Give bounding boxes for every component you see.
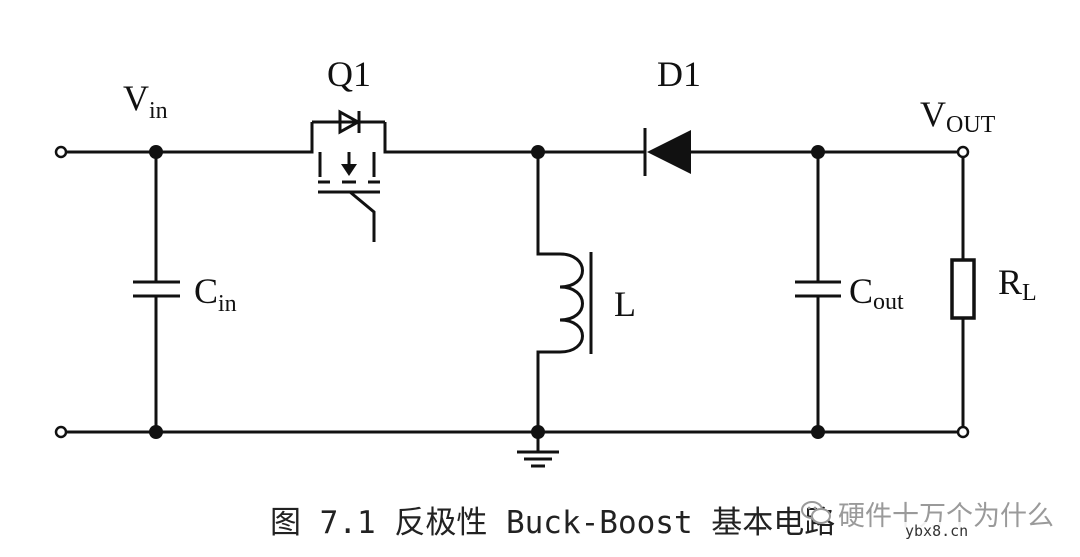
label-cin: Cin: [194, 271, 237, 317]
figure-caption: 图 7.1 反极性 Buck-Boost 基本电路: [270, 505, 836, 541]
ground-symbol: [517, 450, 559, 468]
terminal-vin-top: [54, 145, 68, 159]
terminal-vout-top: [956, 145, 970, 159]
capacitor-cin: [133, 280, 180, 298]
inductor-l: [538, 252, 593, 354]
label-q1: Q1: [327, 54, 371, 94]
label-d1: D1: [657, 54, 701, 94]
label-cout: Cout: [849, 271, 904, 315]
junction-l-top: [531, 145, 545, 159]
junction-l-bottom: [531, 425, 545, 439]
junction-cin-bottom: [149, 425, 163, 439]
label-rl: RL: [998, 262, 1037, 306]
mosfet-arrow: [341, 164, 357, 176]
junction-cout-top: [811, 145, 825, 159]
junction-cout-bottom: [811, 425, 825, 439]
label-inductor: L: [614, 284, 636, 324]
mosfet-q1: [310, 109, 387, 242]
label-vin: Vin: [123, 78, 168, 124]
label-vout: VOUT: [920, 94, 996, 138]
terminal-vin-bottom: [54, 425, 68, 439]
site-url: ybx8.cn: [902, 522, 972, 542]
diode-d1: [643, 128, 691, 176]
terminal-vout-bottom: [956, 425, 970, 439]
resistor-rl: [950, 258, 976, 320]
wechat-icon: [801, 501, 831, 524]
capacitor-cout: [795, 280, 841, 298]
junction-cin-top: [149, 145, 163, 159]
